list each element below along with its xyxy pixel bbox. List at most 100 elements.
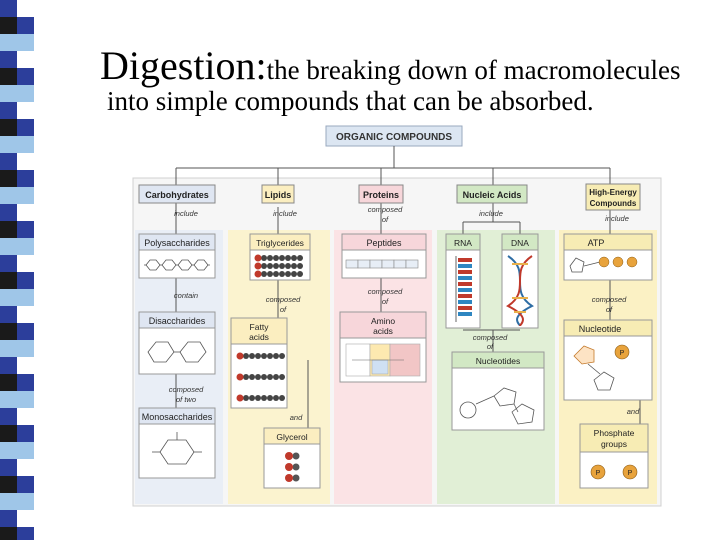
energy-header-line1: High-Energy bbox=[589, 188, 637, 197]
peptide-chain-icon bbox=[345, 259, 419, 269]
strip-square bbox=[0, 272, 17, 289]
nucleic-acids-header-label: Nucleic Acids bbox=[463, 190, 522, 200]
rna-label: RNA bbox=[454, 238, 472, 248]
strip-square bbox=[17, 408, 34, 425]
strip-square bbox=[0, 34, 17, 51]
phosphate-p-marker: P bbox=[620, 350, 625, 357]
strip-square bbox=[17, 0, 34, 17]
slide-title: Digestion:the breaking down of macromole… bbox=[100, 42, 681, 89]
strip-square bbox=[17, 255, 34, 272]
energy-compounds-header bbox=[585, 183, 641, 211]
lipids-header-label: Lipids bbox=[265, 190, 292, 200]
lipids-header bbox=[261, 184, 295, 204]
strip-square bbox=[0, 119, 17, 136]
strip-square bbox=[0, 170, 17, 187]
energy-rel-include: include bbox=[605, 214, 629, 223]
strip-square bbox=[0, 289, 17, 306]
disaccharides-label: Disaccharides bbox=[149, 316, 206, 326]
fatty-acids-label-line1: Fatty bbox=[250, 322, 270, 332]
protein-rel2-composed: composed bbox=[368, 287, 403, 296]
strip-square bbox=[17, 221, 34, 238]
strip-square bbox=[0, 306, 17, 323]
phosphate-p-marker: P bbox=[628, 470, 633, 477]
strip-square bbox=[17, 153, 34, 170]
strip-square bbox=[0, 51, 17, 68]
strip-square bbox=[17, 68, 34, 85]
carbohydrates-header bbox=[138, 184, 216, 204]
protein-rel2-of: of bbox=[382, 297, 389, 306]
dna-label: DNA bbox=[511, 238, 529, 248]
phosphate-label-line1: Phosphate bbox=[594, 428, 635, 438]
strip-square bbox=[17, 323, 34, 340]
strip-square bbox=[0, 68, 17, 85]
strip-square bbox=[17, 85, 34, 102]
strip-square bbox=[17, 357, 34, 374]
lipid-rel-and: and bbox=[290, 413, 303, 422]
nucleic-acids-header bbox=[456, 184, 528, 204]
carb-rel-composed: composed bbox=[169, 385, 204, 394]
fatty-acid-chains-icon bbox=[236, 352, 285, 402]
nucleotide-atp-icon: P bbox=[573, 344, 630, 391]
strip-square bbox=[0, 527, 17, 540]
phosphate-groups-icon: P P bbox=[590, 464, 638, 480]
lipid-rel-composed: composed bbox=[266, 295, 301, 304]
protein-rel-of: of bbox=[382, 215, 389, 224]
strip-square bbox=[17, 527, 34, 540]
protein-rel-composed: composed bbox=[368, 205, 403, 214]
strip-square bbox=[17, 476, 34, 493]
strip-square bbox=[17, 17, 34, 34]
energy-rel-of: of bbox=[606, 305, 613, 314]
strip-square bbox=[17, 51, 34, 68]
strip-square bbox=[0, 255, 17, 272]
strip-square bbox=[17, 238, 34, 255]
carbohydrates-header-label: Carbohydrates bbox=[145, 190, 209, 200]
strip-square bbox=[17, 136, 34, 153]
strip-square bbox=[17, 510, 34, 527]
nucleic-rel-composed: composed bbox=[473, 333, 508, 342]
strip-square bbox=[0, 187, 17, 204]
lipid-rel-include: include bbox=[273, 209, 297, 218]
carb-rel-contain: contain bbox=[174, 291, 198, 300]
strip-square bbox=[0, 476, 17, 493]
disaccharide-structure-icon bbox=[147, 341, 207, 363]
strip-square bbox=[0, 0, 17, 17]
phosphate-label-line2: groups bbox=[601, 439, 627, 449]
energy-rel-and: and bbox=[627, 407, 640, 416]
strip-square bbox=[0, 425, 17, 442]
strip-square bbox=[17, 102, 34, 119]
strip-square bbox=[0, 221, 17, 238]
strip-square bbox=[17, 459, 34, 476]
strip-square bbox=[0, 204, 17, 221]
carb-rel-include: include bbox=[174, 209, 198, 218]
phosphate-p-marker: P bbox=[596, 470, 601, 477]
strip-square bbox=[0, 85, 17, 102]
strip-square bbox=[0, 340, 17, 357]
strip-square bbox=[17, 425, 34, 442]
amino-acids-label-line1: Amino bbox=[371, 316, 395, 326]
glycerol-label: Glycerol bbox=[276, 432, 307, 442]
monosaccharide-structure-icon bbox=[152, 432, 202, 465]
nucleotide-label: Nucleotide bbox=[579, 324, 622, 334]
dna-helix-icon bbox=[506, 255, 534, 327]
nucleotides-label: Nucleotides bbox=[476, 356, 520, 366]
strip-square bbox=[17, 391, 34, 408]
strip-square bbox=[0, 323, 17, 340]
strip-square bbox=[0, 238, 17, 255]
glycerol-molecule-icon bbox=[285, 452, 300, 482]
strip-square bbox=[0, 102, 17, 119]
atp-label: ATP bbox=[588, 238, 605, 248]
strip-square bbox=[17, 340, 34, 357]
energy-rel-composed: composed bbox=[592, 295, 627, 304]
strip-square bbox=[17, 306, 34, 323]
peptides-label: Peptides bbox=[366, 238, 402, 248]
nucleic-rel-include: include bbox=[479, 209, 503, 218]
strip-square bbox=[17, 493, 34, 510]
strip-square bbox=[0, 408, 17, 425]
fatty-acids-label-line2: acids bbox=[249, 332, 269, 342]
strip-square bbox=[0, 17, 17, 34]
strip-square bbox=[17, 204, 34, 221]
carb-rel-of-two: of two bbox=[176, 395, 196, 404]
strip-square bbox=[0, 442, 17, 459]
proteins-header bbox=[358, 184, 404, 204]
